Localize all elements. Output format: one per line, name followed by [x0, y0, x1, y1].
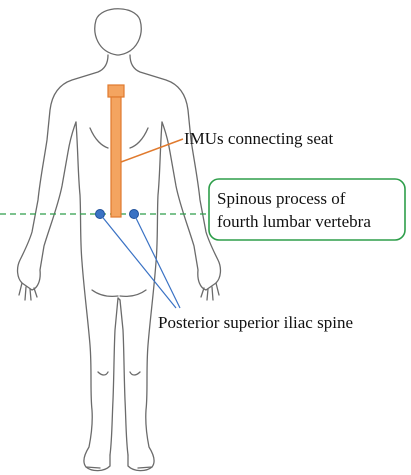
- imu-seat: [108, 85, 124, 217]
- imu-seat-bar: [111, 97, 121, 217]
- body-outline: [18, 9, 221, 471]
- buttock-crease: [92, 290, 146, 296]
- head-outline: [95, 9, 141, 55]
- right-arm-outline: [130, 55, 220, 290]
- left-torso-leg-outline: [76, 122, 100, 468]
- left-inner-leg: [110, 298, 118, 455]
- imu-seat-label: IMUs connecting seat: [184, 129, 333, 148]
- imu-seat-top-block: [108, 85, 124, 97]
- right-hand-fingers: [201, 283, 219, 300]
- left-arm-outline: [18, 55, 108, 290]
- left-hand-fingers: [19, 283, 37, 300]
- imu-leader-line: [121, 139, 183, 162]
- spinous-label-line2: fourth lumbar vertebra: [217, 212, 371, 231]
- knee-hints: [98, 372, 140, 375]
- spinous-label-line1: Spinous process of: [217, 189, 346, 208]
- right-torso-leg-outline: [138, 122, 162, 468]
- right-inner-leg: [120, 300, 128, 455]
- psis-label: Posterior superior iliac spine: [158, 313, 353, 332]
